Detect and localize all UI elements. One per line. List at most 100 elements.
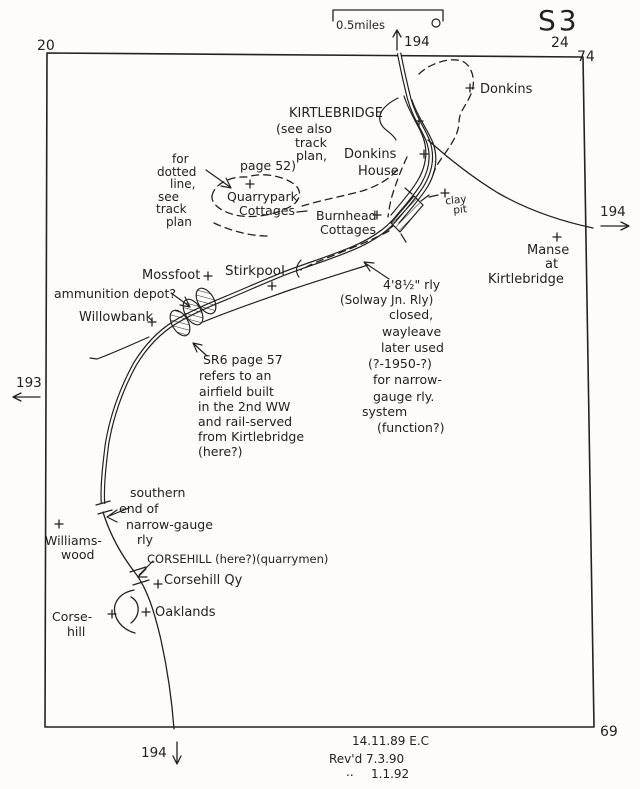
grid-ref-west: 193 xyxy=(12,375,42,402)
label-donkins: Donkins xyxy=(480,82,533,97)
label-manse: Manse at Kirtlebridge xyxy=(488,243,569,287)
note-sr6-3: airfield built xyxy=(199,384,274,399)
grid-ref-south-label: 194 xyxy=(141,745,167,761)
label-oaklands: Oaklands xyxy=(155,605,216,620)
corner-ref-bottom-right: 69 xyxy=(600,724,618,740)
label-quarrypark-cottages: Quarrypark Cottages xyxy=(227,189,299,218)
label-donkins-house-2: House xyxy=(358,164,399,179)
note-southern-4: rly xyxy=(137,532,154,547)
note-dotted-4: see xyxy=(158,190,179,204)
note-southern-end: southern end of narrow-gauge rly xyxy=(119,485,213,547)
dotted-note-arrow xyxy=(205,169,232,189)
grid-ref-west-label: 193 xyxy=(16,375,42,391)
note-sr6-4: in the 2nd WW xyxy=(198,399,290,414)
note-sr6-2: refers to an xyxy=(199,368,271,383)
label-willowbank: Willowbank xyxy=(79,310,153,325)
grid-ref-south: 194 xyxy=(141,741,182,765)
label-clay-pit: clay pit xyxy=(445,193,468,216)
label-kirtlebridge-2: (see also xyxy=(276,121,332,136)
label-burnhead-1: Burnhead xyxy=(316,208,377,223)
grid-ref-north: 194 xyxy=(392,29,430,51)
claypit-dash xyxy=(428,194,439,198)
building-cross-marker xyxy=(141,607,151,617)
label-quarrypark-1: Quarrypark xyxy=(227,189,299,204)
label-mossfoot: Mossfoot xyxy=(142,268,200,283)
note-dotted-3: line, xyxy=(170,177,195,191)
level-crossing-ticks xyxy=(129,566,150,586)
building-markers xyxy=(54,83,562,619)
note-rly-3: closed, xyxy=(389,307,433,322)
corsehill-note-arrow xyxy=(137,560,154,578)
parallel-road xyxy=(202,264,369,323)
label-kirtlebridge-4: plan, xyxy=(296,148,327,163)
note-rly-10: (function?) xyxy=(377,420,444,435)
note-dotted-5: track xyxy=(156,202,187,216)
note-dotted-1: for xyxy=(172,152,189,166)
corsehill-quarry-arcs xyxy=(113,589,139,634)
label-manse-3: Kirtlebridge xyxy=(488,272,564,287)
label-burnhead-2: Cottages xyxy=(320,222,376,237)
note-rly-2: (Solway Jn. Rly) xyxy=(340,293,433,307)
label-donkins-house-1: Donkins xyxy=(344,147,397,162)
note-dotted-6: plan xyxy=(166,215,192,229)
label-corsehill: Corse- hill xyxy=(52,609,92,639)
rail-to-stirkpool-dashes xyxy=(300,230,390,271)
date-line-1: 14.11.89 E.C xyxy=(352,734,429,748)
label-manse-2: at xyxy=(545,257,558,272)
label-corsehill-1: Corse- xyxy=(52,609,92,624)
note-sr6-7: (here?) xyxy=(198,444,243,459)
scale-bar-label: 0.5miles xyxy=(336,18,385,32)
note-rly-1: 4'8½" rly xyxy=(383,277,441,292)
building-cross-marker xyxy=(267,281,277,291)
note-rly-9: system xyxy=(362,404,407,419)
label-kirtlebridge-3: track xyxy=(295,135,328,150)
scale-bar-circle xyxy=(431,18,441,28)
rly-note-arrow xyxy=(363,261,390,280)
south-road xyxy=(102,511,175,730)
building-cross-marker xyxy=(54,519,64,529)
building-cross-marker xyxy=(465,83,475,93)
date-line-3: 1.1.92 xyxy=(371,767,409,781)
road-to-manse xyxy=(427,139,594,229)
railway-bridge-symbol xyxy=(384,187,430,243)
sheet-id: S3 xyxy=(538,4,580,37)
grid-ref-east-label: 194 xyxy=(600,204,626,220)
building-cross-marker xyxy=(245,179,255,189)
note-rly-6: (?-1950-?) xyxy=(368,356,432,371)
building-cross-marker xyxy=(440,188,450,198)
stirkpool-paren xyxy=(295,259,302,278)
corner-ref-top-right-sub: 74 xyxy=(577,49,595,65)
label-quarrypark-2: Cottages xyxy=(239,203,295,218)
map-border xyxy=(44,52,595,728)
date-block: 14.11.89 E.C Rev'd 7.3.90 .. 1.1.92 xyxy=(329,734,429,781)
label-corsehill-quarry: Corsehill Qy xyxy=(164,573,243,588)
note-dotted-line: for dotted line, see track plan xyxy=(156,152,196,229)
grid-ref-north-label: 194 xyxy=(404,34,430,50)
note-southern-2: end of xyxy=(119,501,159,516)
note-sr6-1: SR6 page 57 xyxy=(203,352,283,367)
label-burnhead-cottages: Burnhead Cottages xyxy=(316,208,377,237)
corner-ref-top-right: 24 xyxy=(551,35,569,51)
building-cross-marker xyxy=(552,232,562,242)
note-sr6-5: and rail-served xyxy=(198,414,292,429)
southern-end-arrow xyxy=(106,507,130,523)
label-kirtlebridge-block: KIRTLEBRIDGE (see also track plan, page … xyxy=(240,106,383,173)
label-kirtlebridge-5: page 52) xyxy=(240,158,296,173)
note-solway-rly: 4'8½" rly (Solway Jn. Rly) closed, wayle… xyxy=(340,277,444,435)
building-cross-marker xyxy=(414,116,424,126)
building-cross-marker xyxy=(372,210,382,220)
stream-squiggle xyxy=(379,97,399,141)
note-sr6-airfield: SR6 page 57 refers to an airfield built … xyxy=(198,352,304,459)
label-williamswood-1: Williams- xyxy=(45,533,102,548)
quarrypark-lower-dashes xyxy=(213,222,269,237)
note-corsehill: CORSEHILL (here?)(quarrymen) xyxy=(147,552,328,566)
burnhead-dash xyxy=(296,210,308,213)
scale-bar: 0.5miles xyxy=(332,9,444,32)
corner-ref-top-left: 20 xyxy=(37,38,55,54)
grid-ref-east: 194 xyxy=(600,204,630,231)
note-dotted-2: dotted xyxy=(157,165,196,179)
note-southern-3: narrow-gauge xyxy=(126,517,213,532)
narrow-gauge-end-ticks xyxy=(95,500,113,515)
railside-west-dashes xyxy=(387,156,408,218)
